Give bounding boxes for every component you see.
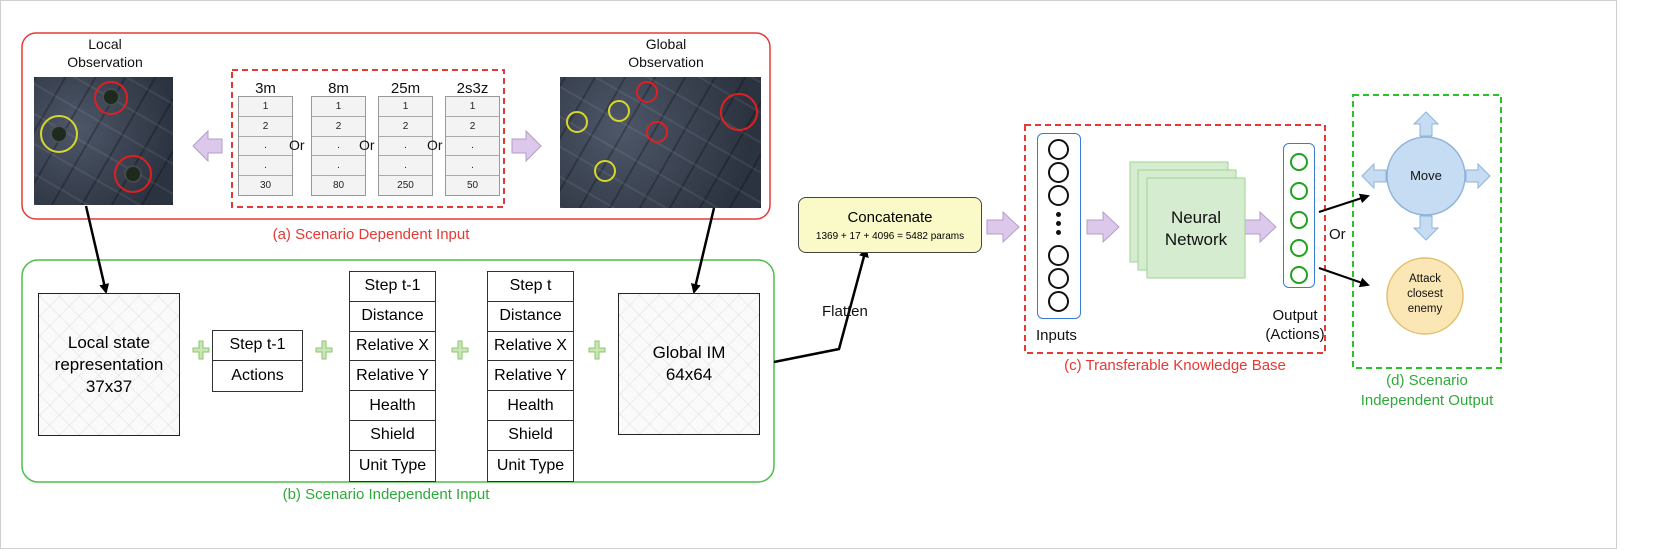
features-step-curr: Step t Distance Relative X Relative Y He…: [487, 271, 574, 482]
scenario-name: 2s3z: [456, 80, 489, 97]
section-c-label: (c) Transferable Knowledge Base: [1064, 357, 1286, 374]
arrow-local-to-state: [84, 205, 110, 294]
input-node: [1048, 162, 1069, 183]
ellipsis-dot: [1056, 221, 1061, 226]
scenario-cell: .: [446, 156, 499, 177]
scenario-cell: .: [379, 156, 432, 177]
output-node: [1290, 182, 1308, 200]
scenario-cell: .: [312, 156, 365, 177]
scenario-cell: .: [239, 156, 292, 177]
inputs-label: Inputs: [1036, 327, 1077, 344]
scenario-cell: 2: [446, 117, 499, 137]
local-observation-image: [34, 77, 173, 205]
arrow-global-to-im: [690, 207, 716, 294]
input-node: [1048, 291, 1069, 312]
scenario-cell: 1: [239, 97, 292, 117]
scenario-name: 3m: [255, 80, 276, 97]
section-b-label: (b) Scenario Independent Input: [282, 486, 490, 503]
concatenate-title: Concatenate: [847, 208, 933, 226]
scenario-cell: .: [312, 137, 365, 157]
section-a-box: [21, 32, 771, 220]
section-d-box: [1352, 94, 1502, 369]
scenario-cell: 1: [446, 97, 499, 117]
arrow-nn-to-output: [1243, 210, 1277, 244]
arrow-to-attack: [1318, 267, 1370, 288]
output-node: [1290, 266, 1308, 284]
output-node: [1290, 211, 1308, 229]
output-node: [1290, 153, 1308, 171]
ellipsis-dot: [1056, 212, 1061, 217]
local-state-box: Local state representation 37x37: [38, 293, 180, 436]
scenario-cell: 250: [397, 180, 414, 192]
scenario-cell: .: [379, 137, 432, 157]
scenario-cell: 2: [379, 117, 432, 137]
input-node: [1048, 185, 1069, 206]
scenario-name: 8m: [328, 80, 349, 97]
plus-2: [315, 340, 333, 360]
output-label: Output(Actions): [1265, 307, 1325, 343]
scenario-cell: 50: [466, 180, 479, 192]
nn-front-layer: [1146, 177, 1246, 279]
concatenate-formula: 1369 + 17 + 4096 = 5482 params: [815, 230, 965, 242]
move-shape: [1361, 111, 1491, 241]
input-node: [1048, 139, 1069, 160]
input-node: [1048, 268, 1069, 289]
scenario-cell: 1: [379, 97, 432, 117]
or-label: Or: [359, 137, 375, 153]
arrow-to-local: [192, 129, 223, 163]
global-im-box: Global IM 64x64: [618, 293, 760, 435]
scenario-cell: 30: [259, 180, 272, 192]
or-label: Or: [289, 137, 305, 153]
or-label: Or: [427, 137, 443, 153]
scenario-cell: .: [446, 137, 499, 157]
arrow-to-move: [1318, 193, 1370, 213]
features-step-prev: Step t-1 Distance Relative X Relative Y …: [349, 271, 436, 482]
arrow-flatten: [773, 247, 869, 364]
scenario-cell: 2: [239, 117, 292, 137]
section-c-box: [1024, 124, 1326, 354]
ellipsis-dot: [1056, 230, 1061, 235]
arrow-to-global: [511, 129, 542, 163]
attack-shape: [1386, 257, 1464, 335]
plus-4: [588, 340, 606, 360]
move-label: Move: [1410, 168, 1442, 183]
image-border: [0, 0, 1617, 549]
section-a-label: (a) Scenario Dependent Input: [272, 226, 470, 243]
scenario-dashed-box: [231, 69, 505, 208]
plus-3: [451, 340, 469, 360]
plus-1: [192, 340, 210, 360]
input-node: [1048, 245, 1069, 266]
scenario-name: 25m: [390, 80, 421, 97]
arrow-concat-to-kb: [986, 210, 1020, 244]
arrow-inputs-to-nn: [1086, 210, 1120, 244]
output-column: [1283, 143, 1315, 288]
previous-actions-box: Step t-1 Actions: [212, 330, 303, 392]
scenario-cell: .: [239, 137, 292, 157]
global-observation-image: [560, 77, 761, 208]
scenario-cell: 1: [312, 97, 365, 117]
section-b-box: [21, 259, 775, 483]
output-or-label: Or: [1329, 226, 1346, 243]
flatten-label: Flatten: [822, 303, 868, 320]
scenario-cell: 80: [332, 180, 345, 192]
attack-label: Attack closest enemy: [1407, 273, 1443, 315]
scenario-cell: 2: [312, 117, 365, 137]
output-node: [1290, 239, 1308, 257]
inputs-column: [1037, 133, 1081, 319]
concatenate-box: Concatenate 1369 + 17 + 4096 = 5482 para…: [798, 197, 982, 253]
